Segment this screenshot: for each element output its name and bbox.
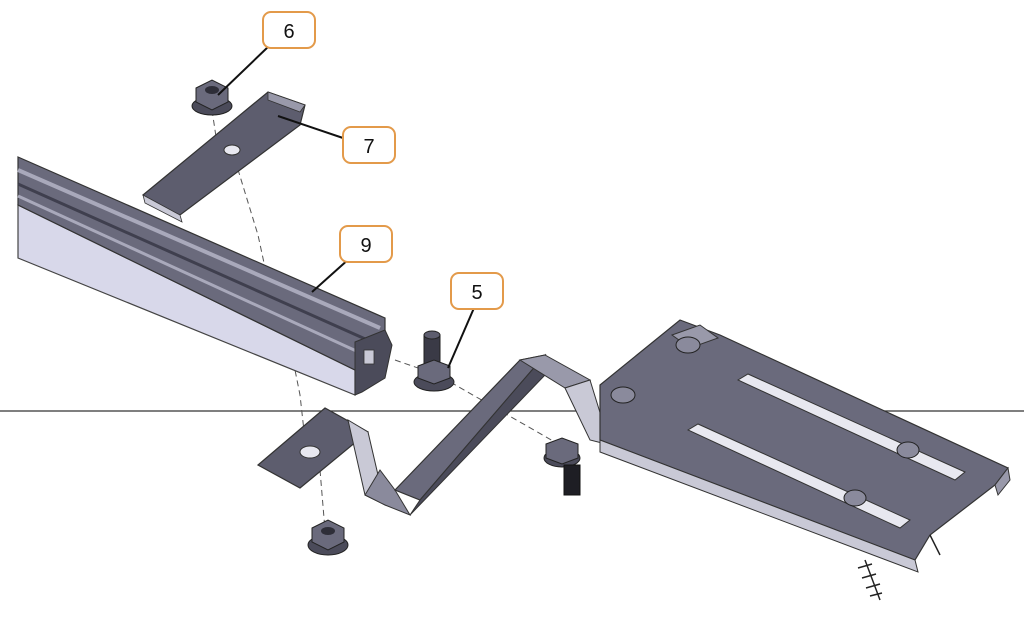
hex-bolt-lower	[543, 437, 581, 496]
z-bracket	[256, 353, 611, 517]
callout-5: 5	[450, 272, 504, 310]
flange-nut-bottom	[307, 519, 349, 556]
callout-label-5: 5	[471, 282, 482, 304]
wood-screws	[857, 534, 941, 601]
base-plate	[599, 319, 1011, 573]
callout-label-6: 6	[283, 21, 294, 43]
callout-label-9: 9	[360, 235, 371, 257]
callout-6: 6	[262, 11, 316, 49]
callout-9: 9	[339, 225, 393, 263]
flange-nut-top	[191, 79, 233, 116]
clamp-plate	[142, 91, 306, 223]
mounting-rail	[17, 156, 393, 396]
callout-7: 7	[342, 126, 396, 164]
callout-label-7: 7	[363, 136, 374, 158]
leader-lines	[217, 45, 475, 369]
hex-bolt-upper	[413, 330, 455, 392]
